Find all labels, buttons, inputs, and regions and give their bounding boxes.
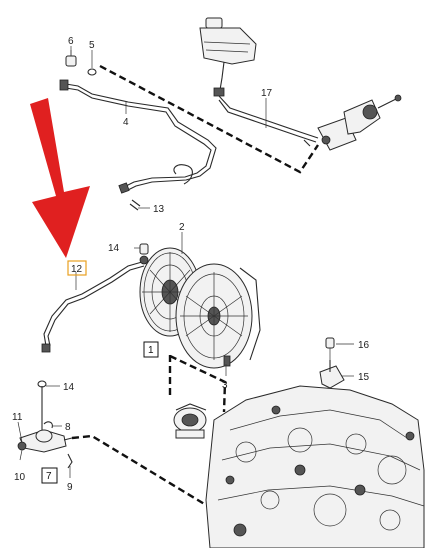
bolt-3	[223, 355, 231, 367]
dashed-line-middle	[168, 354, 227, 413]
callout-14-lower: 14	[63, 382, 75, 393]
leader-lines	[17, 46, 354, 478]
gearbox-housing	[205, 385, 425, 549]
callout-1: 1	[148, 345, 154, 356]
callout-4: 4	[123, 117, 129, 128]
callout-2: 2	[179, 222, 185, 233]
callout-16: 16	[358, 340, 370, 351]
callout-9: 9	[67, 482, 73, 493]
callout-13: 13	[153, 204, 165, 215]
clutch-pipe-4	[59, 79, 217, 194]
callout-6: 6	[68, 36, 74, 47]
bolt-16	[325, 337, 335, 360]
callout-14-upper: 14	[108, 243, 120, 254]
callout-1-box	[143, 341, 159, 358]
release-bearing	[173, 403, 207, 439]
callout-10: 10	[14, 472, 26, 483]
callout-17: 17	[261, 88, 273, 99]
assembly-dashed-lines	[71, 64, 319, 530]
fluid-reservoir	[199, 17, 319, 143]
master-cylinder	[303, 94, 402, 151]
callout-11: 11	[12, 412, 23, 423]
callout-12-highlight-box	[67, 260, 87, 276]
callout-15: 15	[358, 372, 370, 383]
dashed-line-lower	[71, 434, 245, 530]
bracket-15	[319, 360, 345, 389]
dashed-line-upper	[99, 64, 319, 174]
callout-3: 3	[222, 380, 228, 391]
callout-5: 5	[89, 40, 95, 51]
callout-7: 7	[46, 471, 52, 482]
callout-8: 8	[65, 422, 71, 433]
ring-5	[87, 68, 97, 76]
pressure-plate	[175, 263, 261, 369]
clip-13	[129, 199, 141, 211]
callout-12: 12	[71, 264, 83, 275]
callout-labels: 6 5 4 17 13 14 2 12 1 3 14 8 11 10 7 9 1…	[12, 36, 370, 493]
callout-7-box	[41, 467, 58, 484]
clutch-hose-12	[41, 255, 149, 353]
slave-cylinder	[17, 380, 73, 469]
red-pointer-arrow	[30, 98, 90, 258]
bolt-14-upper	[139, 243, 149, 255]
